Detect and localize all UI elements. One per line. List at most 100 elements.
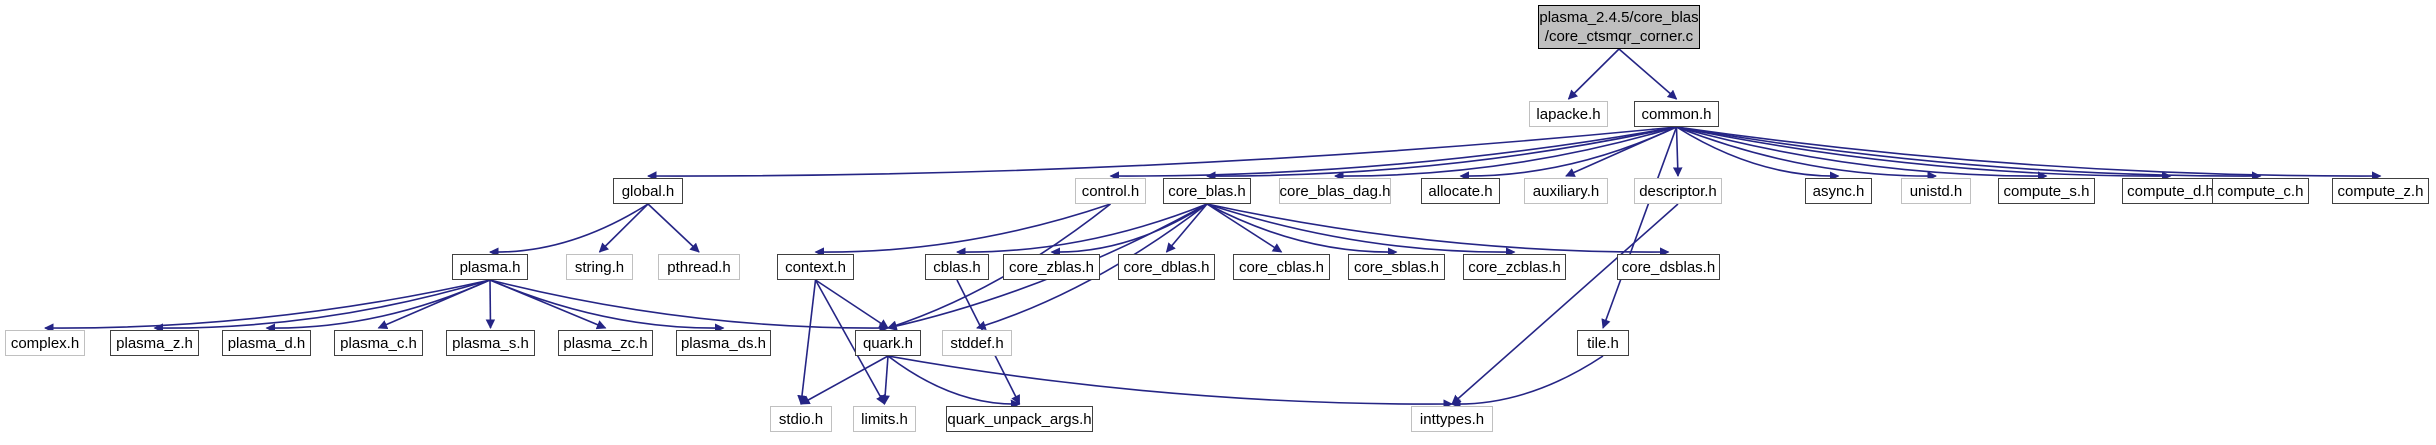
graph-node-allocate[interactable]: allocate.h	[1421, 178, 1500, 204]
graph-node-label: plasma_d.h	[227, 334, 306, 352]
graph-edge-core_blas-to-core_sblas	[1206, 203, 1398, 257]
graph-node-label: async.h	[1812, 182, 1865, 200]
graph-node-unistd[interactable]: unistd.h	[1901, 178, 1971, 204]
graph-node-label: global.h	[621, 182, 675, 200]
graph-node-common[interactable]: common.h	[1634, 101, 1719, 127]
graph-node-plasma_d[interactable]: plasma_d.h	[222, 330, 311, 356]
graph-edge-common-to-unistd	[1676, 126, 1937, 181]
graph-node-context[interactable]: context.h	[777, 254, 854, 280]
graph-node-label: core_dsblas.h	[1621, 258, 1716, 276]
graph-edge-common-to-async	[1676, 126, 1840, 181]
graph-node-label: compute_z.h	[2337, 182, 2424, 200]
graph-node-label: core_cblas.h	[1238, 258, 1325, 276]
graph-edge-plasma-to-complex	[44, 279, 491, 333]
graph-node-label: compute_s.h	[2003, 182, 2090, 200]
graph-edge-global-to-plasma	[489, 203, 649, 258]
graph-node-quark[interactable]: quark.h	[855, 330, 921, 356]
graph-node-async[interactable]: async.h	[1805, 178, 1872, 204]
graph-node-label: core_zcblas.h	[1468, 258, 1561, 276]
graph-node-complex[interactable]: complex.h	[5, 330, 85, 356]
graph-node-stddef[interactable]: stddef.h	[942, 330, 1012, 356]
graph-node-label: core_blas_dag.h	[1279, 182, 1391, 200]
graph-edge-root-to-lapacke	[1567, 48, 1620, 100]
graph-node-plasma_ds[interactable]: plasma_ds.h	[676, 330, 771, 356]
graph-edge-plasma-to-plasma_d	[265, 279, 491, 333]
graph-node-plasma_zc[interactable]: plasma_zc.h	[558, 330, 653, 356]
graph-edge-plasma-to-plasma_z	[153, 279, 491, 333]
graph-node-compute_c[interactable]: compute_c.h	[2212, 178, 2309, 204]
graph-node-inttypes[interactable]: inttypes.h	[1411, 406, 1493, 432]
graph-node-plasma_s[interactable]: plasma_s.h	[446, 330, 535, 356]
graph-node-compute_z[interactable]: compute_z.h	[2332, 178, 2429, 204]
graph-node-core_dsblas[interactable]: core_dsblas.h	[1617, 254, 1720, 280]
graph-node-label: quark_unpack_args.h	[947, 410, 1092, 428]
graph-node-label: quark.h	[862, 334, 914, 352]
graph-node-plasma[interactable]: plasma.h	[452, 254, 528, 280]
graph-node-string[interactable]: string.h	[566, 254, 633, 280]
graph-node-label: unistd.h	[1909, 182, 1963, 200]
graph-edge-common-to-compute_z	[1676, 126, 2382, 181]
graph-edge-plasma-to-plasma_s	[485, 279, 496, 329]
graph-edge-common-to-descriptor	[1672, 126, 1683, 177]
graph-node-label: stddef.h	[950, 334, 1004, 352]
graph-node-core_cblas[interactable]: core_cblas.h	[1233, 254, 1330, 280]
graph-edge-quark-to-inttypes	[887, 355, 1453, 409]
graph-node-label: compute_c.h	[2217, 182, 2304, 200]
graph-node-auxiliary[interactable]: auxiliary.h	[1524, 178, 1608, 204]
graph-edge-global-to-pthread	[647, 203, 700, 253]
graph-node-stdio[interactable]: stdio.h	[770, 406, 832, 432]
graph-edge-common-to-compute_d	[1676, 126, 2172, 181]
graph-node-label: common.h	[1641, 105, 1712, 123]
graph-node-label: limits.h	[861, 410, 908, 428]
graph-node-core_zcblas[interactable]: core_zcblas.h	[1463, 254, 1566, 280]
graph-node-cblas[interactable]: cblas.h	[925, 254, 989, 280]
graph-node-core_blas_dag[interactable]: core_blas_dag.h	[1279, 178, 1391, 204]
graph-node-label: plasma.h	[459, 258, 521, 276]
graph-node-label: auxiliary.h	[1532, 182, 1600, 200]
graph-edge-core_blas-to-core_zcblas	[1206, 203, 1516, 257]
graph-edge-plasma-to-plasma_c	[377, 279, 491, 329]
graph-edge-descriptor-to-inttypes	[1451, 203, 1679, 405]
graph-edge-common-to-auxiliary	[1565, 126, 1677, 177]
graph-node-core_zblas[interactable]: core_zblas.h	[1003, 254, 1100, 280]
graph-node-label: complex.h	[10, 334, 80, 352]
graph-node-quark_unpack[interactable]: quark_unpack_args.h	[946, 406, 1093, 432]
graph-node-descriptor[interactable]: descriptor.h	[1634, 178, 1722, 204]
graph-node-label: plasma_ds.h	[680, 334, 767, 352]
graph-node-label: core_zblas.h	[1008, 258, 1095, 276]
graph-node-label: string.h	[574, 258, 625, 276]
graph-node-control[interactable]: control.h	[1075, 178, 1146, 204]
graph-node-limits[interactable]: limits.h	[853, 406, 916, 432]
graph-node-core_dblas[interactable]: core_dblas.h	[1118, 254, 1215, 280]
graph-edge-core_blas-to-core_zblas	[1050, 203, 1208, 258]
graph-node-label: allocate.h	[1428, 182, 1493, 200]
graph-node-label: core_sblas.h	[1353, 258, 1440, 276]
graph-edge-control-to-context	[814, 203, 1111, 257]
graph-edge-common-to-global	[647, 126, 1677, 181]
graph-node-tile[interactable]: tile.h	[1577, 330, 1629, 356]
graph-node-core_sblas[interactable]: core_sblas.h	[1348, 254, 1445, 280]
graph-node-root[interactable]: plasma_2.4.5/core_blas/core_ctsmqr_corne…	[1538, 5, 1700, 49]
graph-node-lapacke[interactable]: lapacke.h	[1529, 101, 1608, 127]
graph-node-label: compute_d.h	[2127, 182, 2214, 200]
graph-node-label: pthread.h	[667, 258, 731, 276]
graph-node-label: tile.h	[1587, 334, 1619, 352]
graph-edge-global-to-string	[598, 203, 649, 253]
graph-edge-common-to-compute_s	[1676, 126, 2048, 181]
graph-node-compute_d[interactable]: compute_d.h	[2122, 178, 2219, 204]
graph-edge-quark-to-stdio	[800, 355, 889, 405]
graph-edge-context-to-stdio	[797, 279, 817, 405]
graph-node-core_blas[interactable]: core_blas.h	[1163, 178, 1251, 204]
graph-node-plasma_z[interactable]: plasma_z.h	[110, 330, 199, 356]
graph-node-label: core_dblas.h	[1123, 258, 1210, 276]
graph-node-pthread[interactable]: pthread.h	[658, 254, 740, 280]
graph-edge-core_blas-to-core_dsblas	[1206, 203, 1670, 257]
graph-node-global[interactable]: global.h	[613, 178, 683, 204]
graph-node-label: plasma_2.4.5/core_blas	[1539, 9, 1699, 26]
graph-edge-plasma-to-plasma_zc	[489, 279, 607, 330]
graph-edge-context-to-quark	[815, 279, 889, 329]
graph-node-plasma_c[interactable]: plasma_c.h	[334, 330, 423, 356]
graph-node-label: /core_ctsmqr_corner.c	[1544, 28, 1694, 45]
graph-node-compute_s[interactable]: compute_s.h	[1998, 178, 2095, 204]
